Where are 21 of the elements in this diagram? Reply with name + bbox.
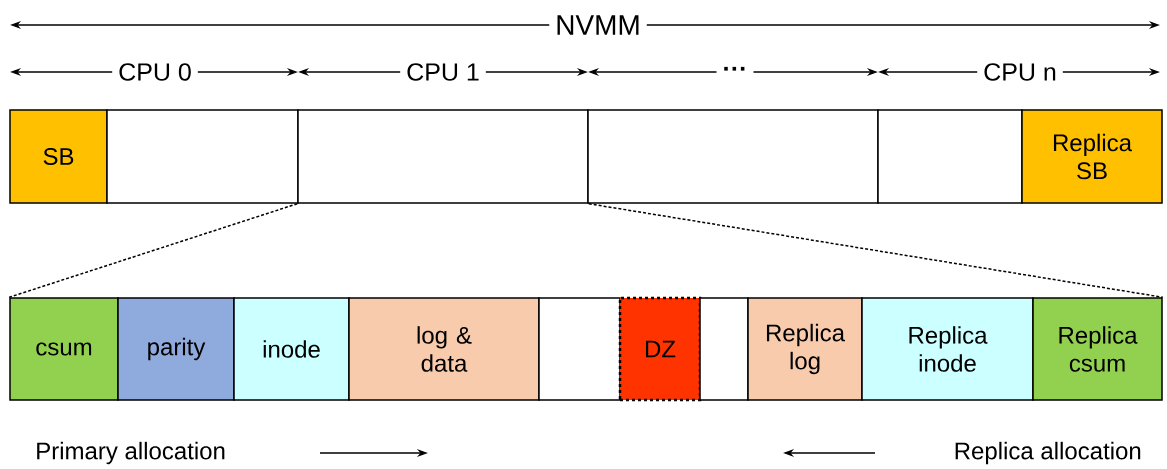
dimension-label: ···	[716, 65, 754, 79]
dimension-label: CPU n	[977, 62, 1063, 82]
zoom-line	[588, 203, 1164, 298]
zoom-line	[8, 203, 298, 298]
memory-region: DZ	[618, 296, 702, 402]
direction-label: Replica allocation	[955, 441, 1141, 465]
memory-region: Replica csum	[1032, 297, 1163, 401]
memory-region: log & data	[348, 297, 540, 401]
memory-region: csum	[9, 297, 119, 401]
dimension-label: CPU 0	[112, 62, 198, 82]
direction-label: Primary allocation	[37, 441, 225, 465]
dimension-label: NVMM	[549, 14, 647, 36]
memory-region: inode	[233, 297, 350, 401]
empty-region	[538, 297, 621, 401]
memory-region: Replica inode	[861, 297, 1034, 401]
memory-region: SB	[9, 109, 108, 204]
memory-region: Replica SB	[1021, 109, 1163, 204]
memory-region: parity	[117, 297, 235, 401]
memory-region: Replica log	[747, 297, 863, 401]
empty-region	[699, 297, 749, 401]
dimension-label: CPU 1	[400, 62, 486, 82]
